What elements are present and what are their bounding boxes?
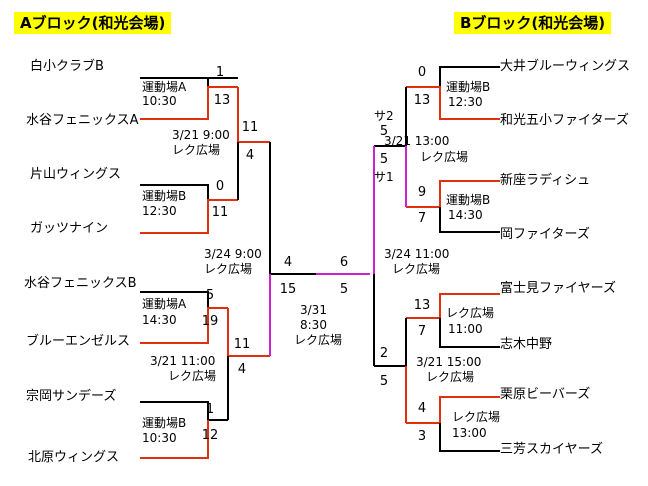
- match-place: レク広場: [172, 143, 221, 157]
- venue-time: 14:30: [448, 208, 483, 222]
- score: 11: [233, 337, 251, 352]
- bracket-line: [140, 184, 209, 200]
- venue-place: 運動場B: [142, 416, 187, 430]
- score: 19: [201, 314, 219, 329]
- bracket-line: [406, 180, 500, 208]
- score: 2: [379, 346, 389, 361]
- bracket-line: [439, 423, 500, 452]
- bracket-line: [140, 401, 228, 421]
- match-date: 3/21 15:00: [416, 355, 482, 369]
- team-a6: ブルーエンゼルス: [26, 334, 131, 349]
- bracket-line: [140, 199, 238, 234]
- team-a3: 片山ウィングス: [30, 167, 122, 182]
- team-a4: ガッツナイン: [30, 221, 109, 236]
- venue-place: レク広場: [446, 306, 495, 320]
- team-b1: 大井ブルーウィングス: [500, 59, 631, 74]
- score: 1: [215, 65, 225, 80]
- score: 0: [417, 65, 427, 80]
- team-b6: 志木中野: [500, 337, 553, 352]
- score: 12: [201, 428, 219, 443]
- team-b8: 三芳スカイヤーズ: [500, 442, 603, 457]
- seed-label-sa1: サ1: [374, 170, 394, 184]
- seed-label-sa2: サ2: [374, 109, 394, 123]
- venue-place: 運動場B: [446, 193, 491, 207]
- match-place: レク広場: [168, 369, 217, 383]
- score: 5: [379, 152, 389, 167]
- score: 3: [417, 429, 427, 444]
- venue-time: 10:30: [142, 94, 177, 108]
- score: 4: [237, 362, 247, 377]
- venue-time: 11:00: [448, 322, 483, 336]
- score: 11: [211, 205, 229, 220]
- block-b-title: Bブロック(和光会場): [454, 12, 612, 34]
- team-b5: 富士見ファイヤーズ: [500, 281, 616, 296]
- match-place: レク広場: [392, 262, 441, 276]
- score: 5: [339, 282, 349, 297]
- venue-place: レク広場: [452, 410, 501, 424]
- bracket-line: [406, 86, 500, 120]
- team-b7: 栗原ビーバーズ: [500, 387, 591, 402]
- team-a5: 水谷フェニックスB: [24, 276, 137, 291]
- bracket-line: [406, 293, 500, 319]
- score: 11: [241, 120, 259, 135]
- match-place: レク広場: [426, 370, 475, 384]
- venue-place: 運動場B: [142, 189, 187, 203]
- block-a-title: Aブロック(和光会場): [14, 12, 172, 34]
- final-date: 3/31: [300, 303, 327, 317]
- team-a8: 北原ウィングス: [28, 450, 120, 465]
- venue-time: 10:30: [142, 431, 177, 445]
- match-place: レク広場: [420, 150, 469, 164]
- bracket-line: [406, 396, 500, 424]
- score: 7: [417, 211, 427, 226]
- final-place: レク広場: [294, 333, 343, 347]
- match-date: 3/21 13:00: [384, 134, 450, 148]
- score: 5: [379, 124, 389, 139]
- venue-place: 運動場A: [142, 80, 187, 94]
- venue-time: 12:30: [448, 95, 483, 109]
- final-time: 8:30: [300, 318, 327, 332]
- match-date: 3/21 9:00: [172, 128, 230, 142]
- match-date: 3/24 11:00: [384, 247, 450, 261]
- match-place: レク広場: [204, 262, 253, 276]
- match-date: 3/21 11:00: [150, 354, 216, 368]
- team-a1: 白小クラブB: [30, 59, 104, 74]
- score: 13: [413, 93, 431, 108]
- bracket-line: [140, 307, 228, 344]
- match-date: 3/24 9:00: [204, 247, 262, 261]
- team-a2: 水谷フェニックスA: [26, 113, 139, 128]
- team-a7: 宗岡サンデーズ: [26, 389, 117, 404]
- bracket-line: [140, 86, 238, 120]
- venue-time: 14:30: [142, 313, 177, 327]
- score: 4: [283, 255, 293, 270]
- venue-place: 運動場A: [142, 297, 187, 311]
- score: 0: [215, 179, 225, 194]
- team-b4: 岡ファイターズ: [500, 227, 590, 242]
- bracket-line: [439, 207, 500, 233]
- venue-place: 運動場B: [446, 80, 491, 94]
- bracket-line: [140, 291, 209, 308]
- score: 9: [417, 185, 427, 200]
- bracket-line: [439, 318, 500, 348]
- score: 4: [417, 401, 427, 416]
- team-b3: 新座ラディシュ: [500, 173, 591, 188]
- venue-time: 13:00: [452, 426, 487, 440]
- score: 1: [205, 402, 215, 417]
- score: 5: [205, 288, 215, 303]
- bracket-line: [140, 420, 209, 459]
- score: 7: [417, 324, 427, 339]
- score: 13: [413, 298, 431, 313]
- score: 15: [279, 282, 297, 297]
- venue-time: 12:30: [142, 204, 177, 218]
- score: 5: [379, 374, 389, 389]
- team-b2: 和光五小ファイターズ: [500, 113, 629, 128]
- score: 13: [213, 93, 231, 108]
- score: 6: [339, 255, 349, 270]
- score: 4: [245, 148, 255, 163]
- bracket-line: [439, 66, 500, 87]
